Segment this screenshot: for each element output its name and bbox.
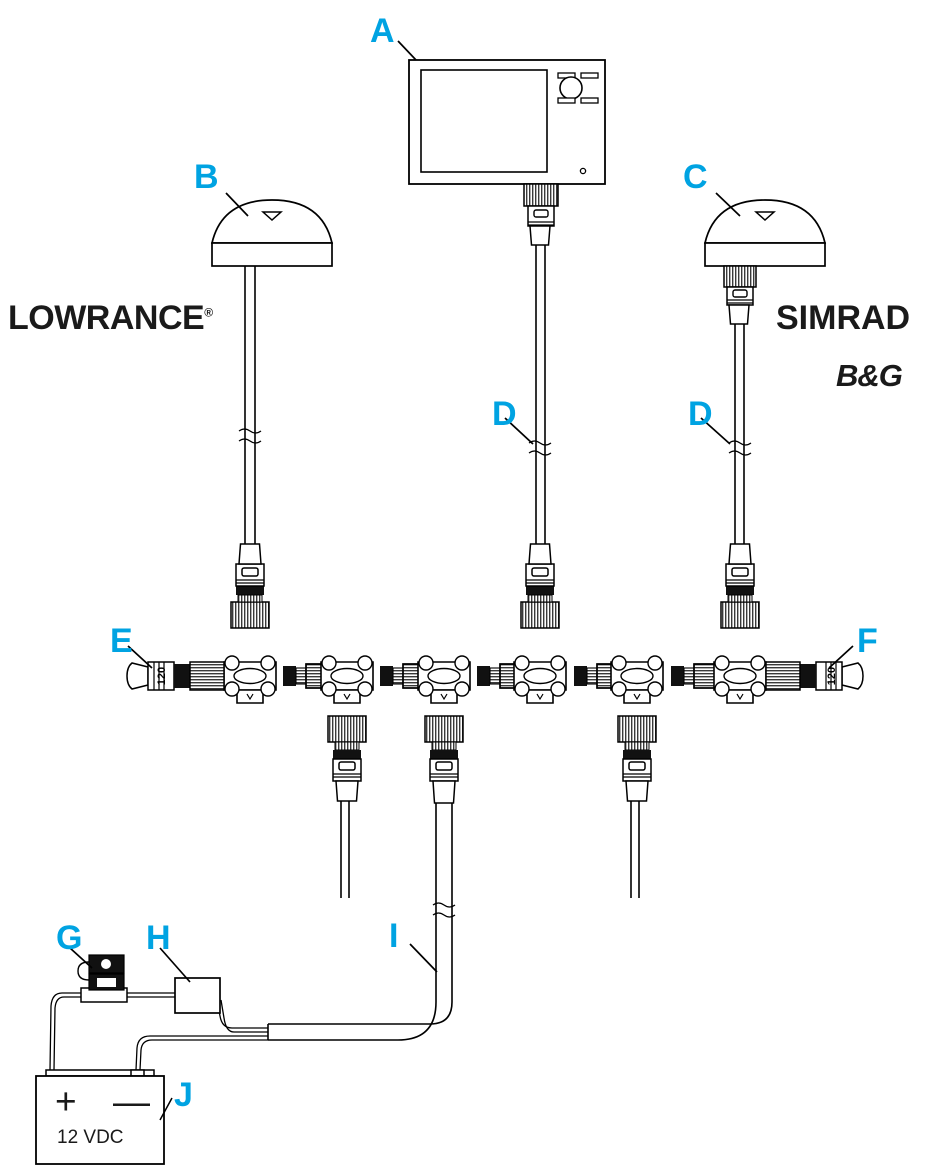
power-wire-pair xyxy=(135,999,268,1071)
leader-j xyxy=(159,1097,173,1121)
tee-connector-3 xyxy=(417,655,471,704)
tee-connector-2 xyxy=(320,655,374,704)
leader-d2 xyxy=(700,417,731,445)
cable-drop-5 xyxy=(630,801,640,898)
power-cable xyxy=(267,803,453,1041)
gps-antenna-right xyxy=(703,199,827,267)
battery xyxy=(35,1069,165,1165)
tee-connector-1 xyxy=(223,655,277,704)
cable-break-icon xyxy=(238,428,262,444)
leader-c xyxy=(715,192,741,217)
drop-connector-antenna-left xyxy=(230,543,270,629)
gps-antenna-left xyxy=(210,199,334,267)
tee-connector-4 xyxy=(513,655,567,704)
terminator-right xyxy=(765,661,864,691)
leader-i xyxy=(409,943,438,973)
tee-connector-5 xyxy=(610,655,664,704)
display-connector-body xyxy=(527,205,555,246)
display-screen xyxy=(420,69,548,173)
fuse-holder xyxy=(174,977,221,1014)
callout-d-antenna: D xyxy=(688,395,713,433)
callout-h: H xyxy=(146,919,171,957)
brand-bandg: B&G xyxy=(836,358,903,393)
callout-g: G xyxy=(56,919,83,957)
leader-g xyxy=(69,947,93,969)
network-backbone xyxy=(223,655,767,704)
leader-a xyxy=(397,40,417,61)
rotary-knob xyxy=(559,76,583,100)
callout-c: C xyxy=(683,158,708,196)
wire-breaker-to-battery-positive xyxy=(49,992,81,1071)
drop-connector-power xyxy=(424,715,464,804)
callout-d-display: D xyxy=(492,395,517,433)
callout-f: F xyxy=(857,622,878,660)
antenna-marker-icon xyxy=(754,211,776,222)
antenna-right-connector xyxy=(723,265,757,325)
leader-e xyxy=(127,645,153,669)
battery-negative-terminal-label: — xyxy=(113,1081,150,1122)
brand-lowrance-text: LOWRANCE xyxy=(8,299,205,337)
drop-connector-down-2 xyxy=(327,715,367,802)
leader-f xyxy=(828,645,854,669)
battery-positive-terminal-label: + xyxy=(55,1081,77,1122)
callout-a: A xyxy=(370,12,395,50)
cable-drop-2 xyxy=(340,801,350,898)
cable-break-icon xyxy=(728,440,752,456)
registered-mark-icon: ® xyxy=(204,305,213,320)
leader-d1 xyxy=(504,417,534,445)
cable-antenna-right xyxy=(734,324,745,555)
callout-i: I xyxy=(389,917,399,955)
drop-connector-down-5 xyxy=(617,715,657,802)
antenna-marker-icon xyxy=(261,211,283,222)
multifunction-display xyxy=(408,59,606,185)
callout-e: E xyxy=(110,622,133,660)
terminator-left-value: 120 xyxy=(156,667,168,685)
drop-connector-antenna-right xyxy=(720,543,760,629)
drop-connector-display xyxy=(520,543,560,629)
terminator-left: 120 xyxy=(126,661,225,691)
circuit-breaker xyxy=(77,954,128,1003)
cable-display xyxy=(535,245,546,555)
leader-h xyxy=(159,947,191,983)
callout-b: B xyxy=(194,158,219,196)
terminator-right-value: 120 xyxy=(826,667,838,685)
wire-fuse-to-breaker xyxy=(124,992,175,998)
brand-simrad: SIMRAD xyxy=(776,299,911,337)
brand-lowrance: LOWRANCE® xyxy=(8,299,213,338)
cable-antenna-left xyxy=(244,266,256,555)
battery-voltage-label: 12 VDC xyxy=(57,1127,124,1148)
tee-connector-6 xyxy=(713,655,767,704)
leader-b xyxy=(225,192,249,217)
callout-j: J xyxy=(174,1076,193,1114)
